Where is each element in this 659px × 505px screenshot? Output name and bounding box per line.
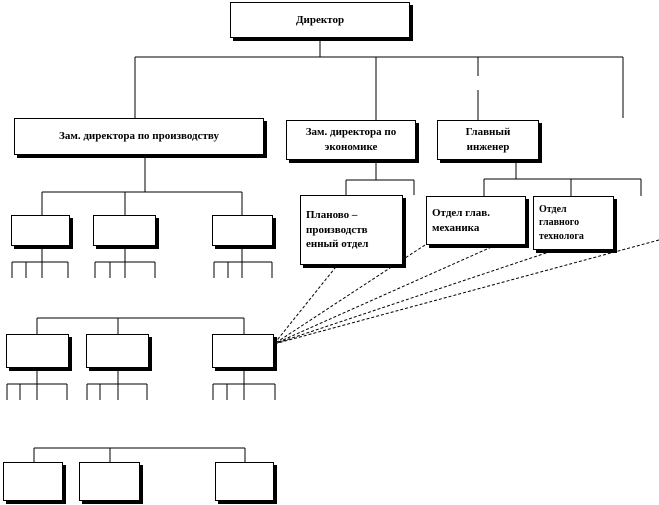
- node-deputy-production: Зам. директора по производству: [14, 118, 264, 155]
- node-director: Директор: [230, 2, 410, 38]
- node-chief-technologist-dept-label: Отдел главного технолога: [539, 203, 584, 242]
- unit-box: [11, 215, 70, 246]
- node-planning-dept: Планово – производств енный отдел: [300, 195, 403, 265]
- node-deputy-economics: Зам. директора по экономике: [286, 120, 416, 160]
- node-deputy-production-label: Зам. директора по производству: [59, 130, 219, 143]
- unit-box: [212, 215, 273, 246]
- node-director-label: Директор: [295, 13, 345, 26]
- node-chief-engineer-label: Главный инженер: [465, 126, 511, 153]
- node-deputy-economics-label: Зам. директора по экономике: [305, 126, 397, 153]
- node-chief-mechanic-dept-label: Отдел глав. механика: [432, 206, 490, 234]
- unit-box: [6, 334, 69, 368]
- node-chief-technologist-dept: Отдел главного технолога: [533, 196, 614, 250]
- unit-box: [93, 215, 156, 246]
- unit-box: [215, 462, 274, 501]
- node-planning-dept-label: Планово – производств енный отдел: [306, 208, 369, 251]
- node-chief-engineer: Главный инженер: [437, 120, 539, 160]
- unit-box: [3, 462, 63, 501]
- unit-box: [212, 334, 274, 368]
- node-chief-mechanic-dept: Отдел глав. механика: [426, 196, 526, 245]
- unit-box: [86, 334, 149, 368]
- unit-box: [79, 462, 140, 501]
